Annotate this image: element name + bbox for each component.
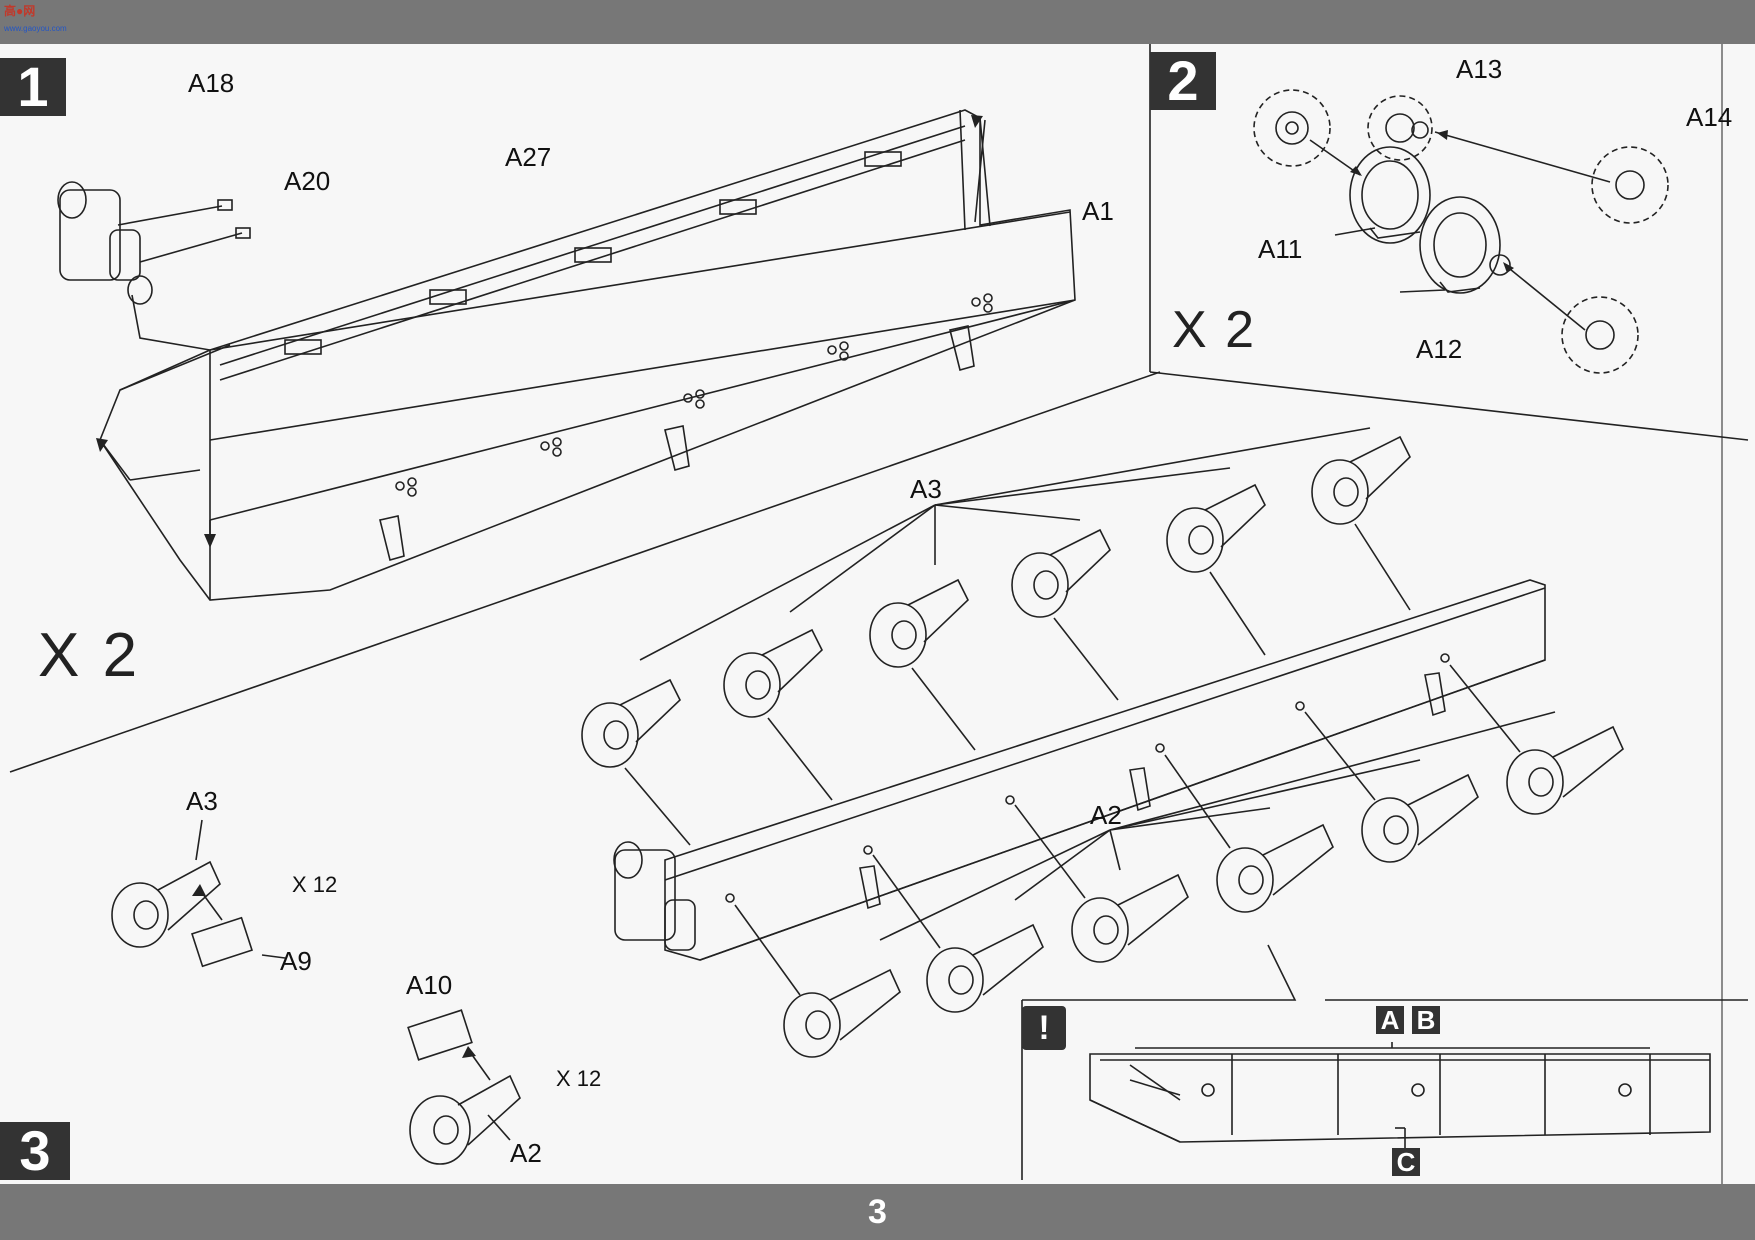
road-wheel-lower-2 xyxy=(926,923,1044,1013)
label-a11: A11 xyxy=(1258,234,1303,264)
label-a14: A14 xyxy=(1686,102,1733,132)
label-a3-main: A3 xyxy=(910,474,942,504)
subassembly-a3-a9-drawing xyxy=(111,819,286,968)
subassembly-a10-a2-drawing xyxy=(407,1009,521,1165)
quantity-a10-a2: X 12 xyxy=(556,1066,602,1091)
tag-b: B xyxy=(1412,1006,1440,1034)
label-a2-sub: A2 xyxy=(510,1138,542,1168)
hull-side-upper xyxy=(99,109,1076,601)
label-a27: A27 xyxy=(505,142,552,172)
road-wheel-upper-5 xyxy=(1166,483,1266,573)
label-a3-sub: A3 xyxy=(186,786,218,816)
label-a9: A9 xyxy=(280,946,312,976)
label-a2-main: A2 xyxy=(1090,800,1122,830)
step-1-marker: 1 xyxy=(0,58,66,116)
road-wheel-lower-1 xyxy=(783,968,901,1058)
road-wheel-upper-3 xyxy=(869,578,969,668)
label-a12: A12 xyxy=(1416,334,1463,364)
step-2-multiplier: X 2 xyxy=(1172,301,1257,359)
label-a20: A20 xyxy=(284,166,331,196)
page-number: 3 xyxy=(868,1193,887,1231)
quantity-a3-a9: X 12 xyxy=(292,872,338,897)
tag-c: C xyxy=(1392,1148,1420,1176)
exclamation-icon: ! xyxy=(1022,1006,1066,1050)
label-a1: A1 xyxy=(1082,196,1114,226)
top-band xyxy=(0,0,1755,44)
watermark-logo: 高●网 xyxy=(4,4,36,18)
road-wheel-upper-6 xyxy=(1311,435,1411,525)
bottom-band xyxy=(0,1184,1755,1240)
road-wheel-upper-1 xyxy=(581,678,681,768)
label-a10: A10 xyxy=(406,970,453,1000)
road-wheel-lower-4 xyxy=(1216,823,1334,913)
tag-a: A xyxy=(1376,1006,1404,1034)
road-wheel-upper-2 xyxy=(723,628,823,718)
road-wheel-upper-4 xyxy=(1011,528,1111,618)
road-wheel-lower-5 xyxy=(1361,773,1479,863)
watermark-site: www.gaoyou.com xyxy=(4,24,67,33)
road-wheel-lower-3 xyxy=(1071,873,1189,963)
step-1-multiplier: X 2 xyxy=(38,621,141,690)
label-a18: A18 xyxy=(188,68,235,98)
step-3-marker: 3 xyxy=(0,1122,70,1180)
road-wheel-lower-6 xyxy=(1506,725,1624,815)
step-2-marker: 2 xyxy=(1150,52,1216,110)
label-a13: A13 xyxy=(1456,54,1503,84)
